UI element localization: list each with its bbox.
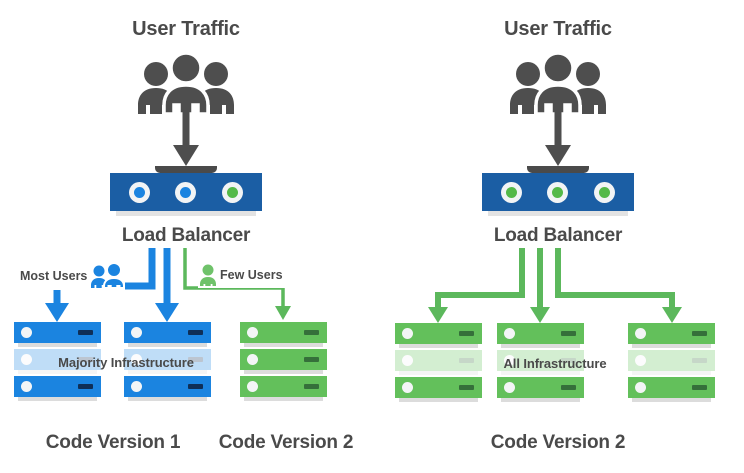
load-balancer-lid xyxy=(155,166,217,173)
server-unit xyxy=(395,323,482,348)
server-unit xyxy=(240,322,327,347)
code-version-2-label-left: Code Version 2 xyxy=(218,432,354,453)
load-balancer-shadow xyxy=(116,211,256,216)
two-people-icon xyxy=(90,264,125,288)
server-stack-3 xyxy=(240,322,327,403)
most-users-text: Most Users xyxy=(20,269,88,283)
load-balancer-port-2-right xyxy=(547,181,569,203)
load-balancer-port-1-right xyxy=(500,181,522,203)
server-unit xyxy=(240,349,327,374)
server-unit xyxy=(124,376,211,401)
all-infrastructure-caption: All Infrastructure xyxy=(503,356,607,371)
few-users-text: Few Users xyxy=(220,268,283,282)
load-balancer-port-3-right xyxy=(594,181,616,203)
majority-infrastructure-overlay: Majority Infrastructure xyxy=(12,349,240,376)
full-rollout-stage-panel: User Traffic xyxy=(372,0,744,473)
three-people-icon xyxy=(0,52,372,114)
load-balancer-shadow-right xyxy=(488,211,628,216)
canary-stage-panel: User Traffic xyxy=(0,18,372,453)
server-unit xyxy=(395,377,482,402)
load-balancer-title-right: Load Balancer xyxy=(493,225,623,246)
load-balancer-lid-right xyxy=(527,166,589,173)
server-unit xyxy=(240,376,327,401)
server-unit xyxy=(124,322,211,347)
user-traffic-title: User Traffic xyxy=(132,18,240,40)
load-balancer-port-3 xyxy=(222,181,244,203)
most-users-label: Most Users xyxy=(18,262,126,290)
server-unit xyxy=(14,322,101,347)
load-balancer-port-1 xyxy=(128,181,150,203)
code-version-2-label-right: Code Version 2 xyxy=(490,432,626,453)
server-unit xyxy=(14,376,101,401)
server-unit xyxy=(628,323,715,348)
down-arrow-icon-right xyxy=(372,112,744,168)
load-balancer-device xyxy=(0,166,372,228)
one-person-icon xyxy=(199,264,217,286)
load-balancer-box xyxy=(110,173,262,211)
server-unit xyxy=(628,377,715,402)
few-users-label: Few Users xyxy=(198,262,285,288)
user-traffic-title-right: User Traffic xyxy=(504,18,612,40)
load-balancer-box-right xyxy=(482,173,634,211)
three-people-icon-right xyxy=(372,52,744,114)
server-unit xyxy=(497,323,584,348)
code-version-1-label: Code Version 1 xyxy=(45,432,181,453)
load-balancer-port-2 xyxy=(175,181,197,203)
load-balancer-device-right xyxy=(372,166,744,228)
majority-infrastructure-caption: Majority Infrastructure xyxy=(58,355,194,370)
load-balancer-title: Load Balancer xyxy=(121,225,251,246)
server-unit xyxy=(497,377,584,402)
down-arrow-icon xyxy=(0,112,372,168)
all-infrastructure-overlay: All Infrastructure xyxy=(390,350,720,377)
